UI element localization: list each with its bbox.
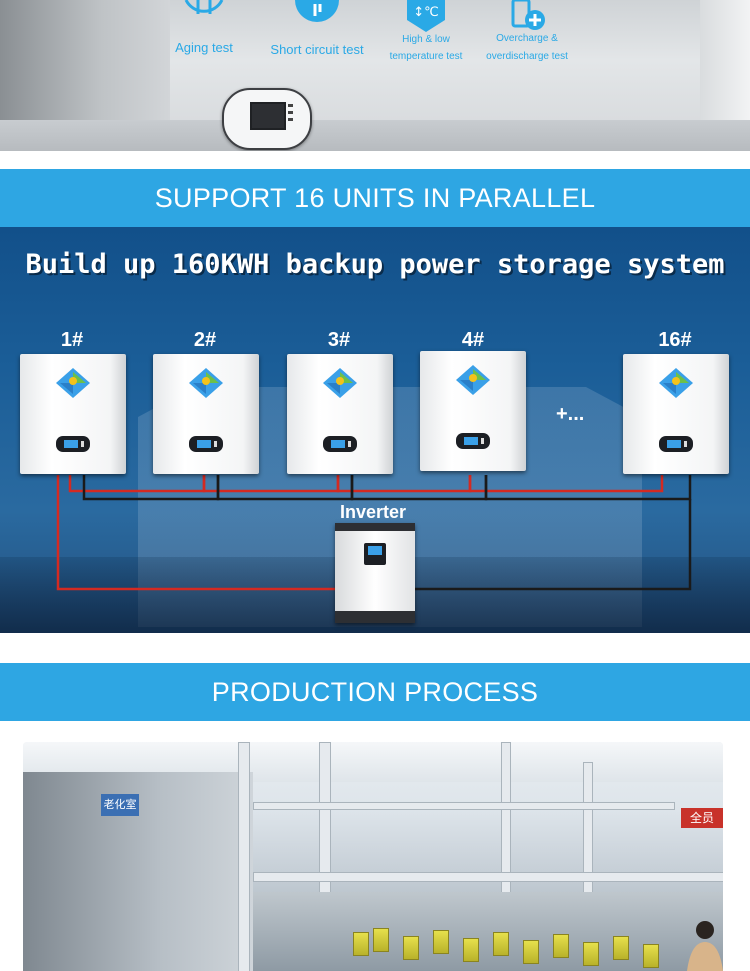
production-line-photo: 老化室 全员: [23, 742, 723, 971]
red-wire-2-3: [202, 475, 340, 493]
temperature-test-label-1: High & low: [402, 34, 450, 45]
more-units-label: +...: [556, 403, 585, 425]
testing-section: Aging test Short circuit test ↕℃ High & …: [0, 0, 750, 151]
parallel-system-section: Build up 160KWH backup power storage sys…: [0, 227, 750, 633]
panel-screen: [250, 102, 286, 130]
short-circuit-test-item: Short circuit test: [265, 0, 369, 60]
short-circuit-test-label: Short circuit test: [270, 42, 364, 57]
panel-keys: [288, 104, 294, 130]
unit-label-4: 4#: [461, 329, 485, 351]
black-wire-1-2: [82, 475, 220, 501]
temperature-icon: ↕℃: [407, 0, 445, 32]
inverter-label: Inverter: [340, 502, 407, 522]
battery-unit-4: [420, 351, 526, 471]
inverter-unit: [335, 523, 415, 623]
unit-label-16: 16#: [658, 329, 692, 351]
red-banner-sign: 全员: [681, 808, 723, 828]
battery-unit-1: [20, 354, 126, 474]
black-wire-2-3: [216, 475, 354, 501]
overcharge-test-label-1: Overcharge &: [496, 33, 558, 44]
battery-lcd: [189, 436, 223, 452]
wiring-diagram: [56, 475, 692, 591]
overcharge-test-item: Overcharge & overdischarge test: [484, 0, 570, 68]
red-wire-1-2: [68, 475, 206, 493]
system-headline: Build up 160KWH backup power storage sys…: [25, 249, 725, 280]
worker-figure: [687, 921, 723, 971]
battery-lcd: [456, 433, 490, 449]
unit-label-3: 3#: [327, 329, 351, 351]
battery-unit-3: [287, 354, 393, 474]
battery-lcd: [56, 436, 90, 452]
parallel-header: SUPPORT 16 UNITS IN PARALLEL: [0, 169, 750, 227]
floor-background: [0, 120, 750, 151]
red-wire-3-4: [336, 475, 472, 493]
black-wire-4-16: [484, 475, 692, 501]
aging-test-label: Aging test: [175, 40, 233, 55]
unit-label-2: 2#: [193, 329, 217, 351]
battery-unit-2: [153, 354, 259, 474]
black-wire-inverter: [415, 499, 692, 591]
battery-plus-icon: [511, 0, 545, 30]
battery-lcd: [659, 436, 693, 452]
unit-label-1: 1#: [60, 329, 84, 351]
aging-test-icon: [184, 0, 224, 14]
battery-unit-16: [623, 354, 729, 474]
short-circuit-icon: [295, 0, 339, 22]
temperature-test-item: ↕℃ High & low temperature test: [386, 0, 466, 68]
overcharge-test-label-2: overdischarge test: [486, 51, 568, 62]
black-wire-3-4: [350, 475, 488, 501]
aging-room-sign: 老化室: [101, 794, 139, 816]
production-header: PRODUCTION PROCESS: [0, 663, 750, 721]
brand-logo-icon: [323, 368, 357, 398]
temperature-test-label-2: temperature test: [389, 51, 463, 62]
brand-logo-icon: [56, 368, 90, 398]
svg-text:↕℃: ↕℃: [413, 5, 439, 20]
testing-machine-panel: [222, 88, 312, 150]
brand-logo-icon: [189, 368, 223, 398]
brand-logo-icon: [659, 368, 693, 398]
inverter-lcd: [364, 543, 386, 565]
brand-logo-icon: [456, 365, 490, 395]
aging-test-item: Aging test: [173, 0, 235, 60]
battery-lcd: [323, 436, 357, 452]
red-wire-inverter: [56, 475, 335, 591]
red-wire-4-16: [468, 475, 664, 493]
